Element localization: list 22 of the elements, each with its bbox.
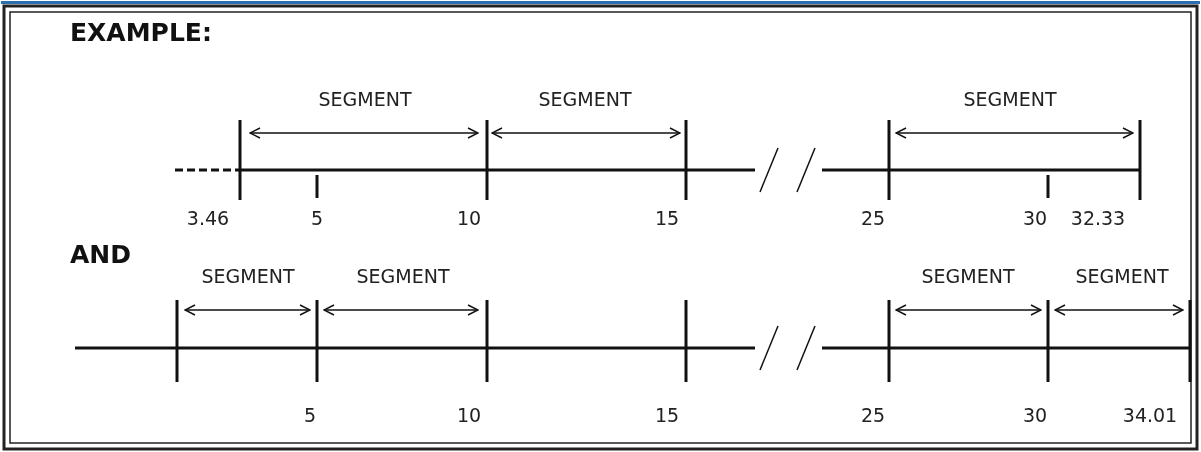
tick-label: 5 (303, 404, 317, 426)
tick-label: 34.01 (1122, 404, 1178, 426)
tick-label: 10 (456, 404, 482, 426)
tick-label: 15 (654, 207, 680, 229)
tick-label: 3.46 (186, 207, 230, 229)
title: EXAMPLE: (70, 18, 212, 48)
tick-label: 30 (1022, 404, 1048, 426)
segment-label: SEGMENT (963, 88, 1057, 110)
segment-label: SEGMENT (318, 88, 412, 110)
tick-label: 25 (860, 207, 886, 229)
tick-label: 32.33 (1070, 207, 1126, 229)
segment-label: SEGMENT (1075, 265, 1169, 287)
segment-label: SEGMENT (538, 88, 632, 110)
segment-label: SEGMENT (201, 265, 295, 287)
tick-label: 25 (860, 404, 886, 426)
tick-label: 15 (654, 404, 680, 426)
tick-label: 30 (1022, 207, 1048, 229)
tick-label: 10 (456, 207, 482, 229)
segment-label: SEGMENT (921, 265, 1015, 287)
tick-label: 5 (310, 207, 324, 229)
segment-label: SEGMENT (356, 265, 450, 287)
section-heading: AND (70, 240, 132, 270)
